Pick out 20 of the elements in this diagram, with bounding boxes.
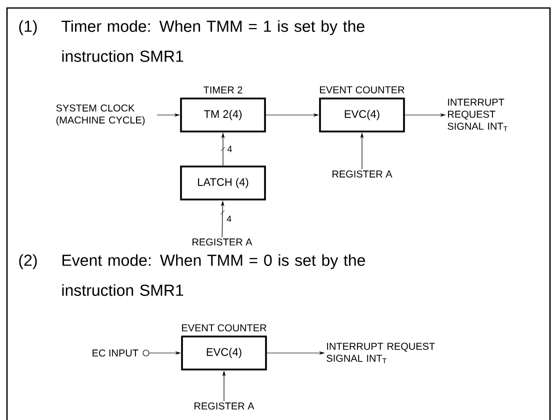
bus-width-label: 4 [226,216,232,222]
block-box: LATCH (4) [180,166,266,200]
block-title: EVENT COUNTER [182,324,266,332]
block-box: EVC(4) [319,98,405,132]
signal-label: INTERRUPT REQUEST SIGNAL INT$_{T}$ [326,342,435,364]
signal-label: REGISTER A [194,402,254,410]
block-title: EVENT COUNTER [320,86,404,94]
block-box: EVC(4) [181,336,267,370]
signal-label: REGISTER A [332,170,392,178]
section-heading: Event mode: When TMM = 0 is set by the instruction SMR1 [62,254,366,296]
terminal-label: EC INPUT [92,349,138,357]
bus-width-label: 4 [227,146,232,152]
section-number: (1) [19,20,37,36]
signal-label: REGISTER A [192,238,252,246]
signal-label: INTERRUPT REQUEST SIGNAL INT$_{T}$ [448,98,508,132]
block-title: TIMER 2 [204,86,242,94]
section-number: (2) [19,254,37,270]
signal-label: SYSTEM CLOCK (MACHINE CYCLE) [56,104,145,126]
section-heading: Timer mode: When TMM = 1 is set by the instruction SMR1 [62,20,364,62]
block-box: TM 2(4) [180,98,266,132]
